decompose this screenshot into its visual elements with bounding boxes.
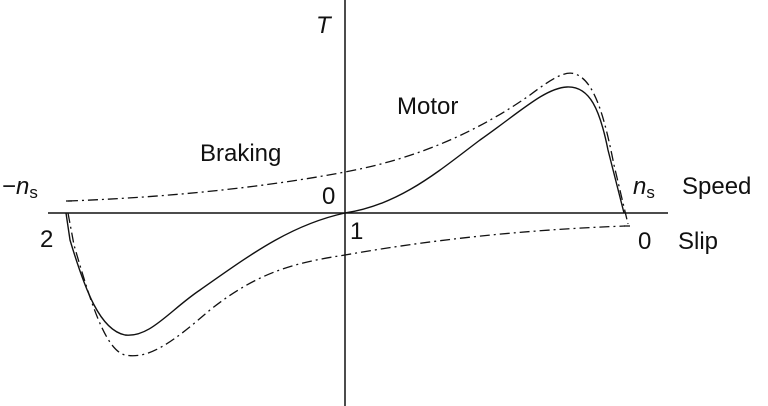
sync-subscript: s (646, 183, 655, 202)
sync-subscript: s (29, 183, 38, 202)
speed-axis-label: Speed (682, 173, 752, 200)
sync-symbol: n (633, 173, 647, 200)
slip-zero-label: 0 (638, 228, 652, 255)
torque-curve-solid (65, 86, 625, 336)
torque-curve-upper-dashdot (67, 72, 629, 225)
torque-curve-lower-dashdot (67, 212, 626, 357)
sync-speed-label: ns (633, 173, 655, 202)
torque-axis-label: T (316, 12, 331, 39)
neg-sync-speed-label: −ns (2, 173, 38, 202)
minus-sign: − (2, 173, 17, 200)
slip-one-label: 1 (350, 218, 364, 245)
motor-region-label: Motor (397, 93, 459, 120)
origin-speed-label: 0 (322, 183, 336, 210)
slip-two-label: 2 (40, 226, 54, 253)
sync-symbol: n (16, 173, 30, 200)
slip-axis-label: Slip (678, 228, 719, 255)
braking-region-label: Braking (200, 140, 282, 167)
